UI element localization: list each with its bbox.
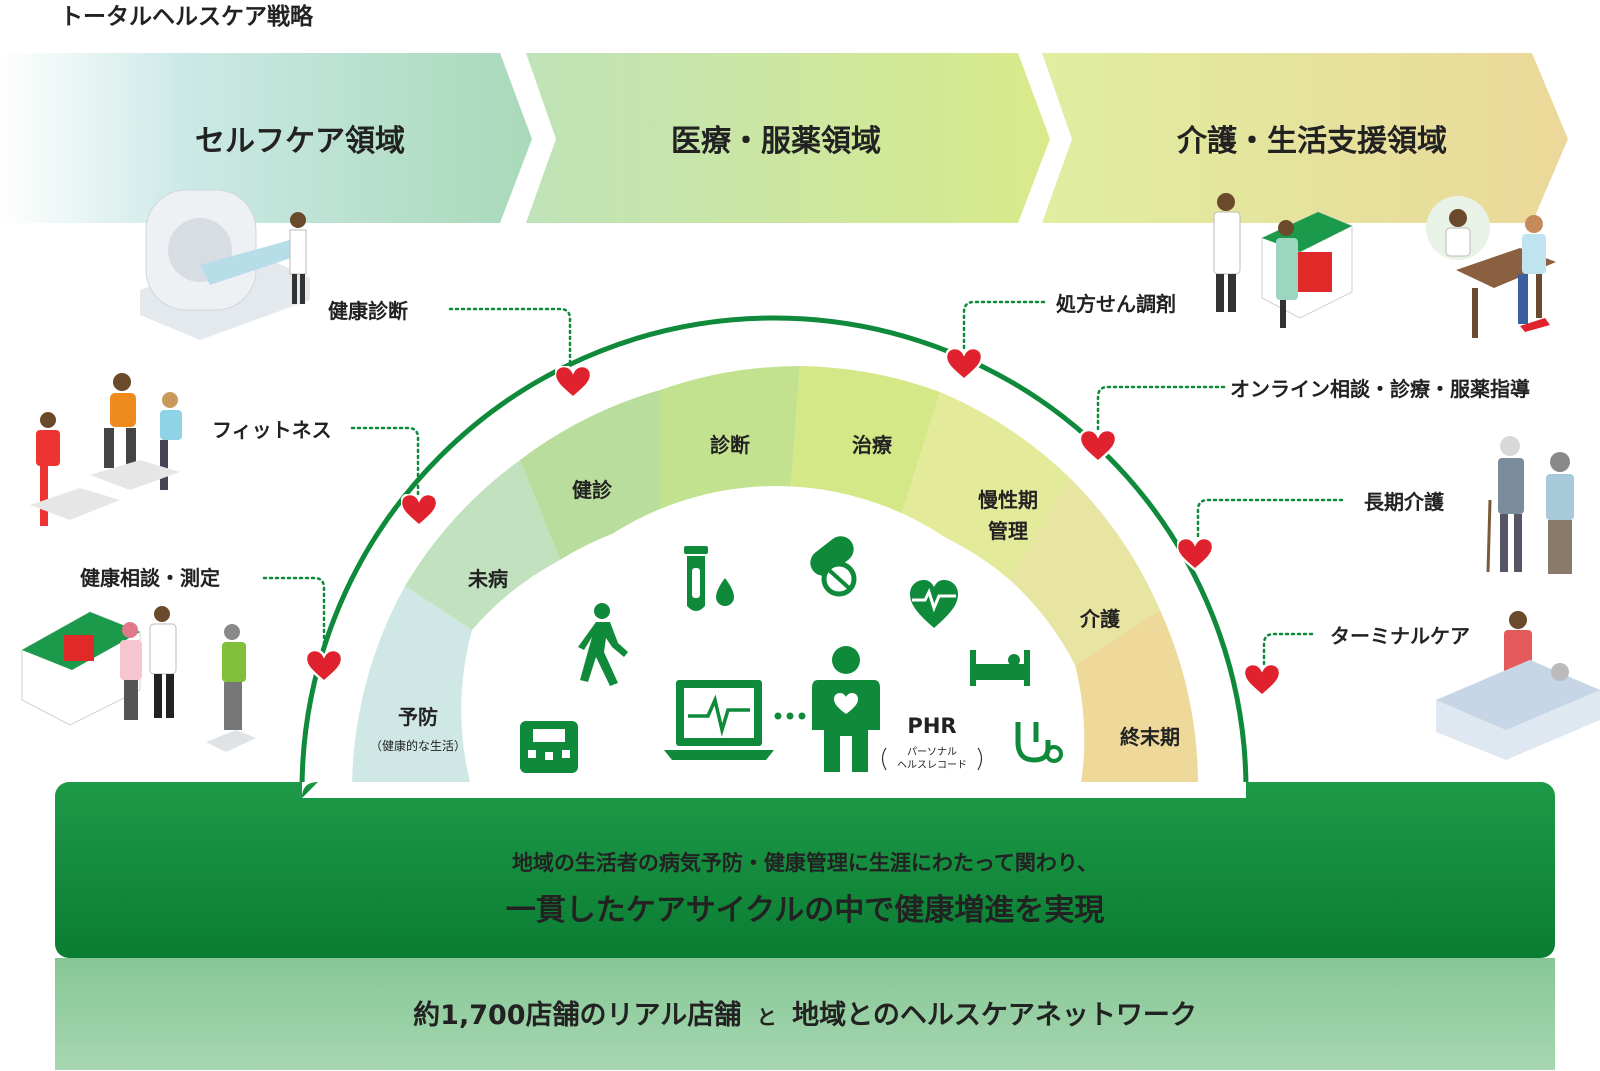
stage-label-mansei-1: 慢性期	[978, 488, 1038, 512]
arrow-care	[1042, 53, 1568, 223]
stage-label-kenshin: 健診	[572, 478, 613, 502]
drop-icon	[716, 578, 734, 606]
stage-label-mibyo: 未病	[468, 567, 508, 591]
sector-mibyo	[405, 460, 560, 630]
illustration-terminal	[1436, 611, 1600, 760]
stage-label-prevention-sub: （健康的な生活）	[370, 738, 466, 753]
domain-arrows: セルフケア領域 医療・服薬領域 介護・生活支援領域	[0, 53, 1568, 223]
heart-icon	[1244, 664, 1280, 697]
service-label-kenshin: 健康診断	[328, 299, 408, 323]
service-label-chozai: 処方せん調剤	[1056, 292, 1176, 316]
diagram-title: トータルヘルスケア戦略	[60, 3, 314, 30]
sector-chiryo	[790, 366, 940, 520]
sector-prevention	[352, 586, 472, 790]
stethoscope-icon	[1015, 722, 1063, 763]
foundation-part-1: 約1,700店舗のリアル店舗	[413, 999, 741, 1031]
center-icons	[520, 536, 1063, 773]
mission-banner: 地域の生活者の病気予防・健康管理に生涯にわたって関わり、 一貫したケアサイクルの…	[55, 782, 1555, 958]
heart-icon	[401, 494, 437, 527]
stage-labels: 予防 （健康的な生活） 未病 健診 診断 治療 慢性期 管理 介護 終末期	[370, 433, 1180, 753]
stage-label-shindan: 診断	[710, 433, 750, 457]
connector-kenshin	[448, 307, 572, 374]
foundation-text: 約1,700店舗のリアル店舗 と 地域とのヘルスケアネットワーク	[413, 999, 1197, 1031]
illustration-store-left	[21, 606, 256, 752]
walking-person-icon	[578, 603, 628, 686]
banner-corner	[302, 782, 318, 798]
stage-label-mansei-2: 管理	[988, 519, 1028, 543]
stage-label-shumatsu: 終末期	[1120, 725, 1180, 749]
banner-line-2: 一貫したケアサイクルの中で健康増進を実現	[506, 893, 1105, 928]
phr-sub-2: ヘルスレコード	[897, 760, 967, 771]
service-label-fitness: フィットネス	[212, 418, 332, 442]
bed-icon	[970, 650, 1030, 686]
service-label-soudan: 健康相談・測定	[80, 566, 220, 590]
heart-icon	[1177, 538, 1213, 571]
illustration-online	[1426, 196, 1556, 338]
sector-kaigo	[1010, 478, 1160, 665]
person-heart-icon	[812, 646, 880, 772]
stage-label-prevention: 予防	[398, 705, 438, 729]
test-tube-icon	[684, 546, 708, 611]
arrow-selfcare	[0, 53, 532, 223]
illustration-fitness	[30, 373, 182, 526]
ellipsis-dots	[774, 712, 806, 720]
laptop-ecg-icon	[664, 680, 774, 760]
service-label-terminal: ターミナルケア	[1330, 624, 1470, 648]
heart-icon	[946, 348, 982, 381]
illustration-longcare	[1486, 436, 1574, 574]
domain-label-medical: 医療・服薬領域	[671, 124, 881, 159]
sector-shumatsu	[1075, 610, 1199, 790]
phr-paren-left	[881, 747, 887, 771]
banner-arc-gap	[302, 782, 1246, 798]
connector-online	[1096, 385, 1226, 432]
banner-background	[55, 782, 1555, 958]
stage-label-chiryo: 治療	[852, 433, 892, 457]
connector-soudan	[262, 576, 326, 652]
connector-terminal	[1262, 632, 1314, 666]
foundation-bar: 約1,700店舗のリアル店舗 と 地域とのヘルスケアネットワーク	[55, 958, 1555, 1070]
arrow-medical	[526, 53, 1050, 223]
foundation-part-2: 地域とのヘルスケアネットワーク	[792, 1000, 1197, 1031]
connector-longcare	[1196, 498, 1344, 540]
heart-icon	[555, 366, 591, 399]
connectors	[262, 300, 1344, 666]
stage-label-kaigo: 介護	[1079, 607, 1121, 631]
sector-mansei	[900, 392, 1070, 580]
foundation-background	[55, 958, 1555, 1070]
phr-paren-right	[977, 747, 983, 771]
foundation-connector: と	[757, 1005, 777, 1029]
illustration-mri	[140, 189, 310, 340]
phr-sub-1: パーソナル	[907, 746, 957, 758]
scale-icon	[520, 721, 578, 773]
phr-label: PHR	[907, 714, 956, 738]
connector-chozai	[962, 300, 1046, 350]
service-label-online: オンライン相談・診療・服薬指導	[1230, 377, 1530, 401]
stage-arc	[352, 366, 1199, 790]
pills-icon	[810, 536, 857, 597]
service-label-longcare: 長期介護	[1364, 490, 1445, 514]
domain-label-care: 介護・生活支援領域	[1176, 124, 1447, 159]
sector-shindan	[660, 366, 800, 520]
service-labels: 健康診断 フィットネス 健康相談・測定 処方せん調剤 オンライン相談・診療・服薬…	[80, 292, 1530, 648]
inner-white	[472, 486, 1080, 790]
sector-kenshin	[520, 390, 660, 560]
heartbeat-icon	[910, 580, 958, 628]
heart-icon	[306, 650, 342, 683]
banner-line-1: 地域の生活者の病気予防・健康管理に生涯にわたって関わり、	[512, 851, 1098, 875]
illustration-pharmacy	[1213, 193, 1353, 328]
domain-label-selfcare: セルフケア領域	[195, 124, 405, 159]
connector-fitness	[350, 426, 420, 496]
